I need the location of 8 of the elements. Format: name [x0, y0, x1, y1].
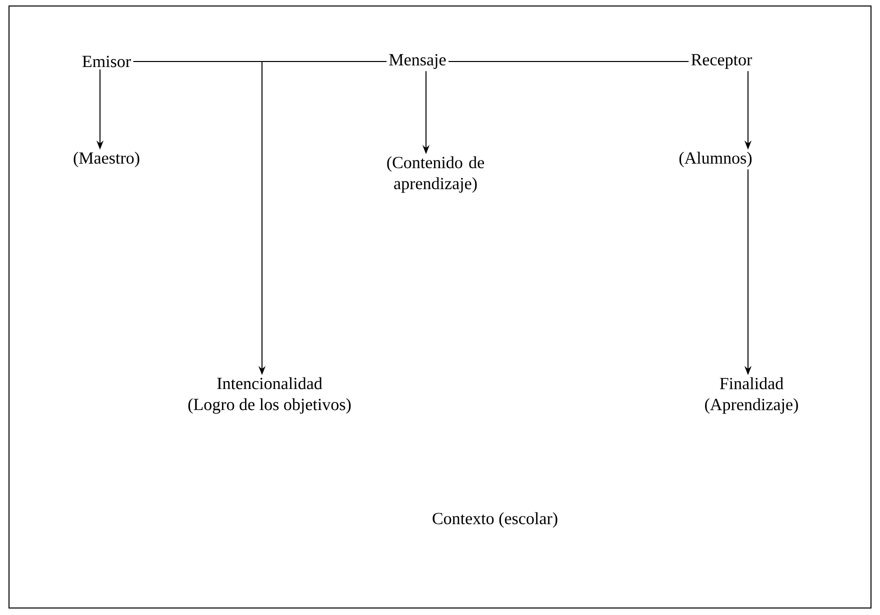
label-text: Emisor	[82, 56, 131, 68]
label-text: Receptor	[691, 54, 752, 69]
label-text: Mensaje	[389, 54, 446, 69]
label-text: Intencionalidad (Logro de los objetivos)	[188, 377, 351, 414]
label-text: (Alumnos)	[679, 152, 752, 168]
label-text: (Contenido de aprendizaje)	[387, 156, 484, 193]
label-text: Finalidad (Aprendizaje)	[705, 377, 798, 414]
label-text: (Maestro)	[74, 152, 140, 168]
